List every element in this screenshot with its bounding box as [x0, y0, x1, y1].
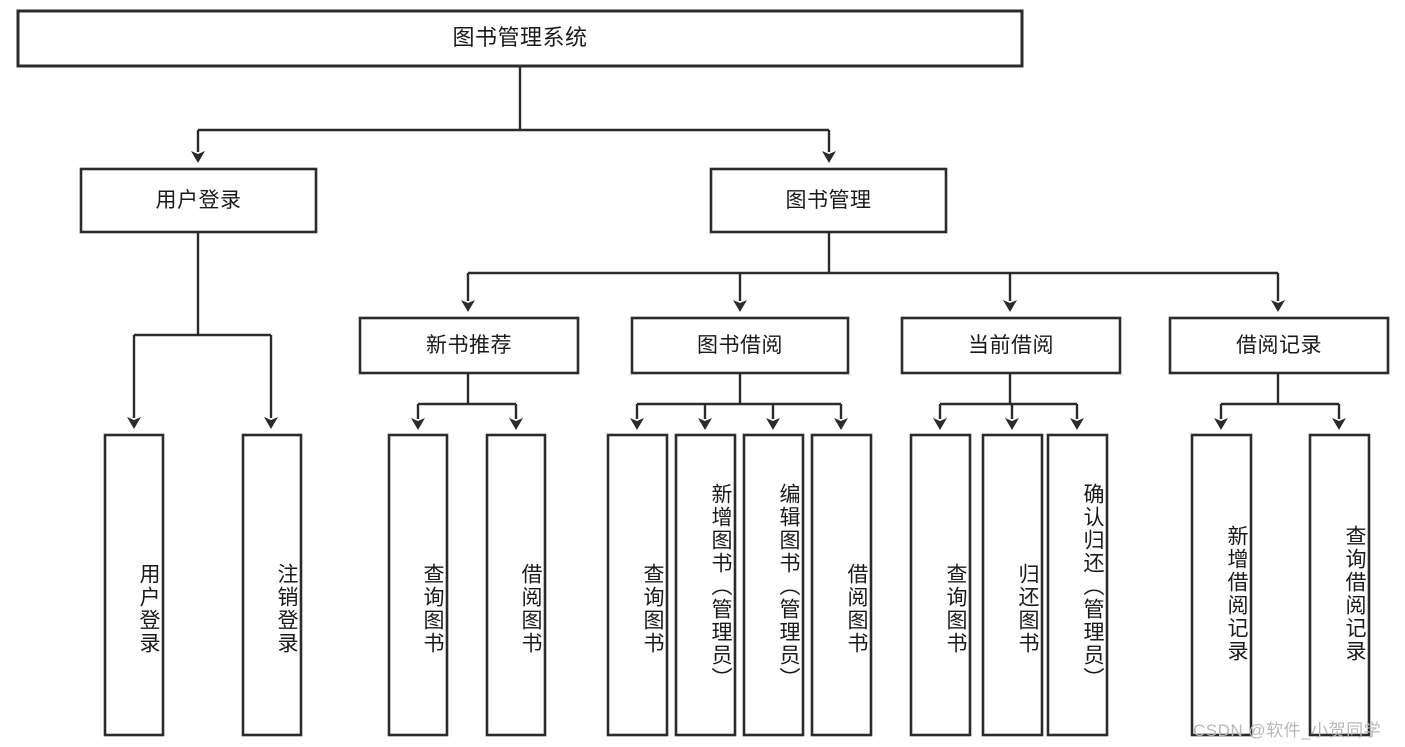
node-box-leaf-confirm-return[interactable] — [1046, 433, 1109, 737]
node-boxes — [16, 9, 1390, 737]
node-box-leaf-logout[interactable] — [241, 433, 303, 737]
connector-lines — [127, 66, 1346, 430]
node-box-leaf-query-book-borrow[interactable] — [606, 433, 669, 737]
node-box-leaf-add-book[interactable] — [674, 433, 737, 737]
node-box-book-manage[interactable] — [709, 167, 948, 234]
node-box-new-book-rec[interactable] — [358, 316, 580, 375]
node-box-current-borrow[interactable] — [900, 316, 1122, 375]
node-box-root[interactable] — [16, 9, 1024, 68]
node-box-user-login[interactable] — [79, 167, 318, 234]
node-box-leaf-return-book[interactable] — [981, 433, 1044, 737]
node-box-leaf-query-record[interactable] — [1308, 433, 1371, 737]
node-box-book-borrow[interactable] — [630, 316, 850, 375]
node-box-leaf-edit-book[interactable] — [742, 433, 805, 737]
csdn-watermark: CSDN @软件_小贺同学 — [1193, 721, 1382, 740]
node-box-leaf-query-book-current[interactable] — [909, 433, 972, 737]
node-box-borrow-record[interactable] — [1168, 316, 1390, 375]
node-box-leaf-add-record[interactable] — [1190, 433, 1253, 737]
node-box-leaf-borrow-book-rec[interactable] — [485, 433, 547, 737]
node-box-leaf-borrow-book[interactable] — [810, 433, 873, 737]
node-box-leaf-user-login[interactable] — [103, 433, 165, 737]
node-box-leaf-query-book-rec[interactable] — [387, 433, 449, 737]
